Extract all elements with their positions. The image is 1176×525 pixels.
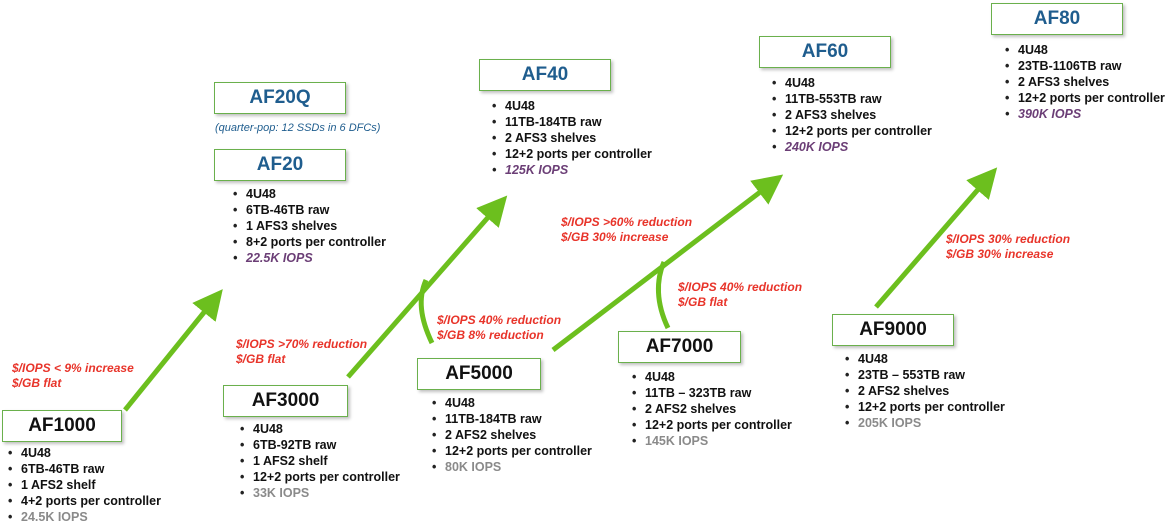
af9000-iops: 205K IOPS (845, 415, 1005, 431)
af20-spec-item: 8+2 ports per controller (233, 234, 386, 250)
af7000-spec-item: 11TB – 323TB raw (632, 385, 792, 401)
af20q-subtitle: (quarter-pop: 12 SSDs in 6 DFCs) (215, 122, 381, 134)
af9000-spec-item: 4U48 (845, 351, 1005, 367)
af40-iops: 125K IOPS (492, 162, 652, 178)
af80-spec-item: 12+2 ports per controller (1005, 90, 1165, 106)
af1000-spec-item: 1 AFS2 shelf (8, 477, 161, 493)
af9000-spec-list: 4U48 23TB – 553TB raw 2 AFS2 shelves 12+… (845, 351, 1005, 431)
cost-note-af7000-af60: $/IOPS 40% reduction $/GB flat (678, 280, 802, 310)
af60-spec-item: 2 AFS3 shelves (772, 107, 932, 123)
af60-spec-list: 4U48 11TB-553TB raw 2 AFS3 shelves 12+2 … (772, 75, 932, 155)
af20-spec-item: 4U48 (233, 186, 386, 202)
cost-note-af1000-af20: $/IOPS < 9% increase $/GB flat (12, 361, 134, 391)
af5000-spec-list: 4U48 11TB-184TB raw 2 AFS2 shelves 12+2 … (432, 395, 592, 475)
af1000-spec-item: 6TB-46TB raw (8, 461, 161, 477)
af7000-spec-list: 4U48 11TB – 323TB raw 2 AFS2 shelves 12+… (632, 369, 792, 449)
af9000-spec-item: 2 AFS2 shelves (845, 383, 1005, 399)
af60-iops: 240K IOPS (772, 139, 932, 155)
af1000-spec-list: 4U48 6TB-46TB raw 1 AFS2 shelf 4+2 ports… (8, 445, 161, 525)
cost-note-line: $/IOPS < 9% increase (12, 361, 134, 375)
af20q-title: AF20Q (214, 82, 346, 114)
af80-iops: 390K IOPS (1005, 106, 1165, 122)
af7000-spec-item: 12+2 ports per controller (632, 417, 792, 433)
af5000-iops: 80K IOPS (432, 459, 592, 475)
af20-spec-item: 1 AFS3 shelves (233, 218, 386, 234)
af1000-spec-item: 4U48 (8, 445, 161, 461)
af60-spec-item: 11TB-553TB raw (772, 91, 932, 107)
af1000-title: AF1000 (2, 410, 122, 442)
cost-note-line: $/GB flat (236, 352, 286, 366)
af20-spec-item: 6TB-46TB raw (233, 202, 386, 218)
af5000-spec-item: 2 AFS2 shelves (432, 427, 592, 443)
af9000-spec-item: 23TB – 553TB raw (845, 367, 1005, 383)
af1000-iops: 24.5K IOPS (8, 509, 161, 525)
cost-note-af5000-af40: $/IOPS 40% reduction $/GB 8% reduction (437, 313, 561, 343)
af3000-title: AF3000 (223, 385, 348, 417)
arrow-af1000-to-af20 (123, 289, 223, 412)
cost-note-line: $/GB flat (678, 295, 728, 309)
af7000-iops: 145K IOPS (632, 433, 792, 449)
af80-title: AF80 (991, 3, 1123, 35)
af40-spec-item: 11TB-184TB raw (492, 114, 652, 130)
af7000-spec-item: 4U48 (632, 369, 792, 385)
af9000-spec-item: 12+2 ports per controller (845, 399, 1005, 415)
arrow-af9000-to-af80 (874, 167, 998, 309)
cost-note-line: $/IOPS 30% reduction (946, 232, 1071, 246)
af60-spec-item: 12+2 ports per controller (772, 123, 932, 139)
af40-title: AF40 (479, 59, 611, 91)
af5000-spec-item: 11TB-184TB raw (432, 411, 592, 427)
af60-title: AF60 (759, 36, 891, 68)
af3000-spec-item: 12+2 ports per controller (240, 469, 400, 485)
af3000-spec-list: 4U48 6TB-92TB raw 1 AFS2 shelf 12+2 port… (240, 421, 400, 501)
cost-note-line: $/GB 8% reduction (437, 328, 544, 342)
af20-iops: 22.5K IOPS (233, 250, 386, 266)
af3000-spec-item: 4U48 (240, 421, 400, 437)
af40-spec-item: 2 AFS3 shelves (492, 130, 652, 146)
arc-af7000-to-af5000-path (655, 260, 671, 330)
af40-spec-list: 4U48 11TB-184TB raw 2 AFS3 shelves 12+2 … (492, 98, 652, 178)
af3000-spec-item: 1 AFS2 shelf (240, 453, 400, 469)
af80-spec-item: 4U48 (1005, 42, 1165, 58)
af80-spec-item: 2 AFS3 shelves (1005, 74, 1165, 90)
af7000-spec-item: 2 AFS2 shelves (632, 401, 792, 417)
af9000-title: AF9000 (832, 314, 954, 346)
cost-note-line: $/IOPS 40% reduction (678, 280, 803, 294)
af1000-spec-item: 4+2 ports per controller (8, 493, 161, 509)
cost-note-line: $/GB flat (12, 376, 62, 390)
cost-note-af3000-af40: $/IOPS >70% reduction $/GB flat (236, 337, 367, 367)
cost-note-line: $/GB 30% increase (561, 230, 669, 244)
cost-note-line: $/IOPS 40% reduction (437, 313, 562, 327)
cost-note-af5000-af60: $/IOPS >60% reduction $/GB 30% increase (561, 215, 692, 245)
af5000-title: AF5000 (417, 358, 541, 390)
af3000-spec-item: 6TB-92TB raw (240, 437, 400, 453)
cost-note-af9000-af80: $/IOPS 30% reduction $/GB 30% increase (946, 232, 1070, 262)
af40-spec-item: 4U48 (492, 98, 652, 114)
af20-title: AF20 (214, 149, 346, 181)
arc-af5000-to-af3000-path (418, 278, 435, 345)
af3000-iops: 33K IOPS (240, 485, 400, 501)
cost-note-line: $/GB 30% increase (946, 247, 1054, 261)
af7000-title: AF7000 (618, 331, 741, 363)
cost-note-line: $/IOPS >70% reduction (236, 337, 368, 351)
af20-spec-list: 4U48 6TB-46TB raw 1 AFS3 shelves 8+2 por… (233, 186, 386, 266)
af5000-spec-item: 4U48 (432, 395, 592, 411)
af60-spec-item: 4U48 (772, 75, 932, 91)
af80-spec-list: 4U48 23TB-1106TB raw 2 AFS3 shelves 12+2… (1005, 42, 1165, 122)
af40-spec-item: 12+2 ports per controller (492, 146, 652, 162)
cost-note-line: $/IOPS >60% reduction (561, 215, 693, 229)
af5000-spec-item: 12+2 ports per controller (432, 443, 592, 459)
af80-spec-item: 23TB-1106TB raw (1005, 58, 1165, 74)
